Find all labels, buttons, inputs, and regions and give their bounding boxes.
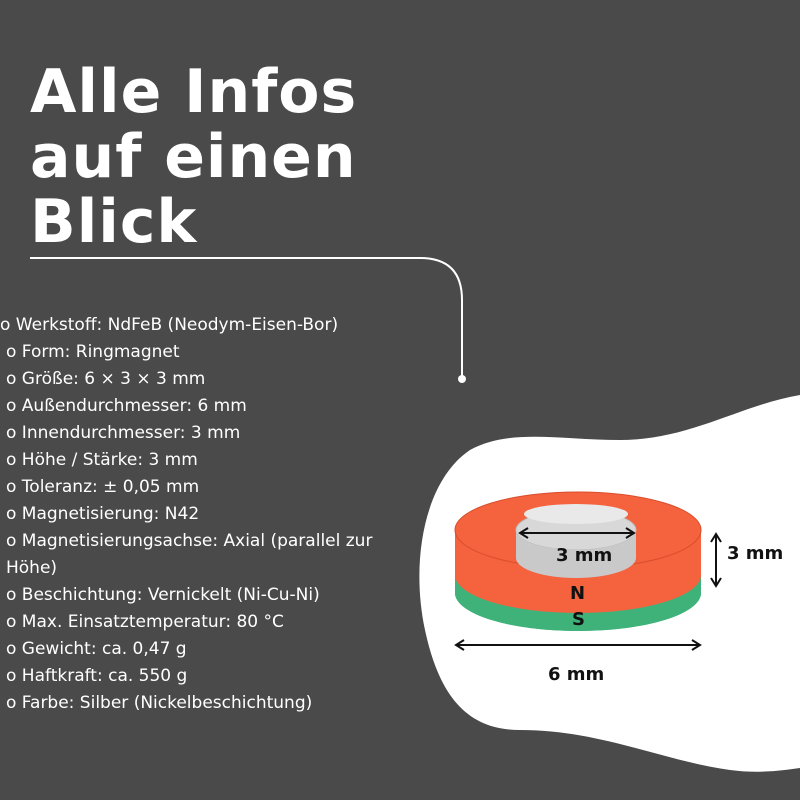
title-line-3: Blick: [30, 187, 198, 257]
spec-item-shape: o Form: Ringmagnet: [6, 342, 180, 362]
spec-item-holding-force: o Haftkraft: ca. 550 g: [6, 666, 188, 686]
spec-item-inner-diameter: o Innendurchmesser: 3 mm: [6, 423, 241, 443]
spec-item-magnetization: o Magnetisierung: N42: [6, 504, 200, 524]
spec-list: o Werkstoff: NdFeB (Neodym-Eisen-Bor) o …: [0, 312, 420, 717]
spec-item-magnetization-axis: o Magnetisierungsachse: Axial (parallel …: [6, 531, 373, 578]
magnet-inner-wall: [516, 530, 636, 578]
spec-item-max-temperature: o Max. Einsatztemperatur: 80 °C: [6, 612, 284, 632]
spec-item-coating: o Beschichtung: Vernickelt (Ni-Cu-Ni): [6, 585, 320, 605]
inner-arrow-head-right: [625, 527, 636, 539]
height-label: 3 mm: [727, 543, 784, 564]
spec-item-height: o Höhe / Stärke: 3 mm: [6, 450, 198, 470]
magnet-inner-opening: [524, 504, 628, 524]
spec-item-outer-diameter: o Außendurchmesser: 6 mm: [6, 396, 247, 416]
south-pole-label: S: [572, 609, 585, 630]
spec-item-color: o Farbe: Silber (Nickelbeschichtung): [6, 693, 313, 713]
title-line-2: auf einen: [30, 122, 357, 192]
north-pole-label: N: [570, 583, 586, 604]
height-arrow-head-bottom: [710, 577, 722, 588]
inner-arrow-head-left: [518, 527, 529, 539]
spec-item-tolerance: o Toleranz: ± 0,05 mm: [6, 477, 200, 497]
outer-arrow-head-right: [691, 639, 702, 651]
connector-line: [30, 257, 463, 378]
outer-diameter-label: 6 mm: [548, 664, 605, 685]
height-arrow-head-top: [710, 532, 722, 543]
outer-arrow-head-left: [454, 639, 465, 651]
spec-item-size: o Größe: 6 × 3 × 3 mm: [6, 369, 206, 389]
inner-diameter-label: 3 mm: [556, 545, 613, 566]
page-title: Alle Infos auf einen Blick: [30, 60, 357, 255]
title-line-1: Alle Infos: [30, 57, 358, 127]
spec-item-weight: o Gewicht: ca. 0,47 g: [6, 639, 187, 659]
spec-item-material: o Werkstoff: NdFeB (Neodym-Eisen-Bor): [0, 315, 339, 335]
connector-dot: [458, 375, 466, 383]
